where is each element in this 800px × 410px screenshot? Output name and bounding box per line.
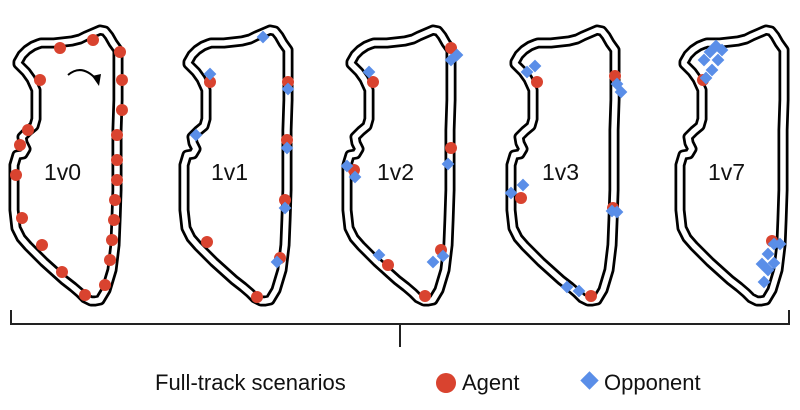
agent-marker <box>87 34 99 46</box>
agent-marker <box>14 139 26 151</box>
opponent-marker <box>281 82 295 96</box>
agent-marker <box>108 214 120 226</box>
agent-marker <box>419 290 431 302</box>
agent-marker <box>111 129 123 141</box>
legend-group-label: Full-track scenarios <box>155 370 346 395</box>
agent-marker <box>204 76 216 88</box>
direction-arrow <box>67 69 98 81</box>
agent-marker <box>22 124 34 136</box>
agent-marker <box>79 289 91 301</box>
direction-arrow-head <box>92 74 101 86</box>
legend-opponent-label: Opponent <box>604 370 701 395</box>
agent-marker <box>16 212 28 224</box>
scenario-panel-1v0 <box>10 30 128 301</box>
opponent-marker <box>278 201 292 215</box>
opponent-marker <box>348 170 362 184</box>
scenario-label: 1v3 <box>542 159 579 185</box>
scenario-label: 1v7 <box>708 159 745 185</box>
agent-marker <box>56 266 68 278</box>
opponent-marker <box>362 65 376 79</box>
agent-marker <box>111 154 123 166</box>
agent-marker <box>111 174 123 186</box>
opponent-marker <box>256 30 270 44</box>
opponent-marker <box>450 48 464 62</box>
legend: Full-track scenarios Agent Opponent <box>155 370 701 395</box>
opponent-marker <box>270 255 284 269</box>
agent-marker <box>34 74 46 86</box>
agent-marker <box>54 42 66 54</box>
agent-marker <box>445 142 457 154</box>
agent-marker <box>367 76 379 88</box>
agent-marker <box>279 194 291 206</box>
legend-agent-label: Agent <box>462 370 520 395</box>
scenario-label: 1v1 <box>211 159 248 185</box>
agent-marker <box>116 74 128 86</box>
agent-marker <box>585 290 597 302</box>
opponent-marker <box>436 249 450 263</box>
agent-marker <box>116 104 128 116</box>
scenario-panel-1v1 <box>184 30 295 303</box>
agent-marker <box>382 259 394 271</box>
agent-marker <box>10 169 22 181</box>
agent-marker <box>106 234 118 246</box>
agent-marker <box>445 42 457 54</box>
legend-opponent-marker <box>580 371 599 390</box>
agent-marker <box>515 192 527 204</box>
agent-marker <box>531 76 543 88</box>
agent-marker <box>201 236 213 248</box>
opponent-marker <box>441 157 455 171</box>
agent-marker <box>251 291 263 303</box>
opponent-marker <box>516 178 530 192</box>
agent-marker <box>36 239 48 251</box>
agent-marker <box>104 254 116 266</box>
agent-marker <box>99 279 111 291</box>
scenario-panel-1v2 <box>340 30 464 302</box>
opponent-marker <box>372 248 386 262</box>
legend-agent-marker <box>436 373 456 393</box>
opponent-marker <box>280 141 294 155</box>
agent-marker <box>109 194 121 206</box>
scenario-label: 1v0 <box>44 159 81 185</box>
opponent-marker <box>426 255 440 269</box>
opponent-marker <box>340 159 354 173</box>
grouping-bracket <box>10 310 790 347</box>
opponent-marker <box>203 67 217 81</box>
opponent-marker <box>189 128 203 142</box>
agent-marker <box>114 46 126 58</box>
scenario-label: 1v2 <box>377 159 414 185</box>
agent-marker <box>282 76 294 88</box>
agent-marker <box>281 134 293 146</box>
